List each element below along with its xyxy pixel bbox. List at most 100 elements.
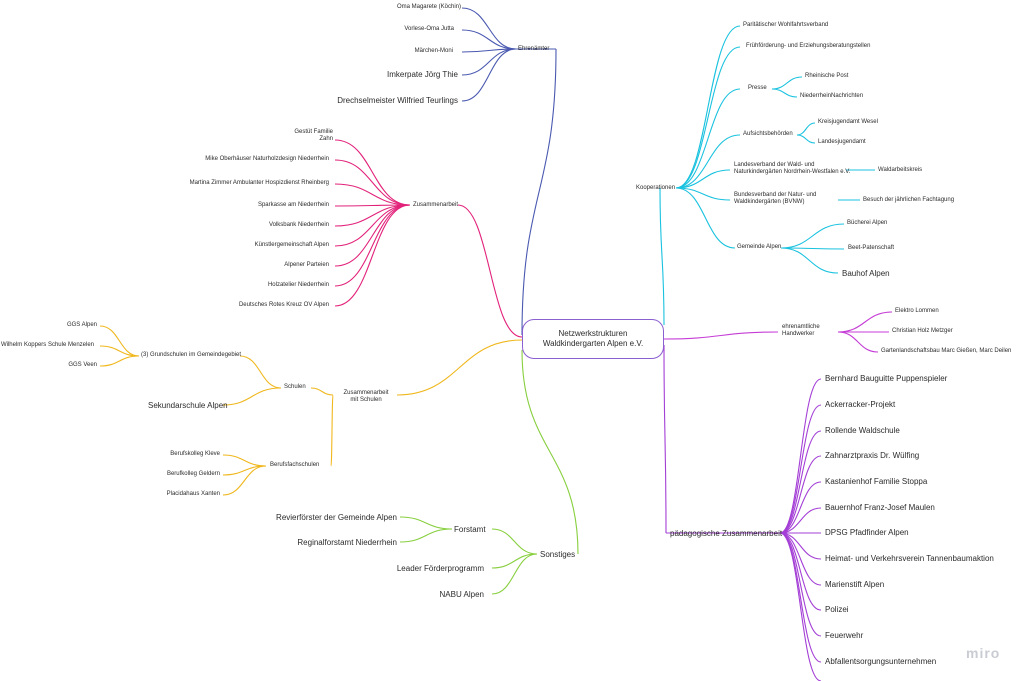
connector-ehrenamt-item xyxy=(461,29,517,50)
gemeinde-item[interactable]: Bauhof Alpen xyxy=(842,269,890,278)
connector-sonstiges-item xyxy=(491,553,538,595)
bundesverband-line1: Bundesverband der Natur- und xyxy=(734,192,817,198)
connector-zusammenarbeit xyxy=(457,204,523,338)
presse-item[interactable]: NiederrheinNachrichten xyxy=(800,93,864,99)
connector-aufsicht-item xyxy=(796,134,816,144)
sonstiges-item[interactable]: NABU Alpen xyxy=(439,590,484,599)
branch-handwerker[interactable]: ehrenamtliche Handwerker xyxy=(782,324,820,338)
presse-item[interactable]: Rheinische Post xyxy=(805,73,849,79)
paedagogisch-item[interactable]: Heimat- und Verkehrsverein Tannenbaumakt… xyxy=(825,554,994,563)
connector-kooperation-item xyxy=(675,25,741,189)
presse-node[interactable]: Presse xyxy=(748,85,767,91)
ehrenamt-item[interactable]: Imkerpate Jörg Thie xyxy=(387,70,458,79)
connector-paedagogisch-item xyxy=(779,378,822,534)
paedagogisch-item[interactable]: Ackerracker-Projekt xyxy=(825,400,896,409)
grundschule-item[interactable]: Wilhelm Koppers Schule Menzelen xyxy=(0,342,94,348)
paedagogisch-item[interactable]: Rollende Waldschule xyxy=(825,426,900,435)
ehrenamt-item[interactable]: Drechselmeister Wilfried Teurlings xyxy=(337,96,458,105)
root-node[interactable]: Netzwerkstrukturen Waldkindergarten Alpe… xyxy=(522,319,664,359)
connector-ehrenamt-item xyxy=(461,7,517,50)
gemeinde-item[interactable]: Bücherei Alpen xyxy=(847,220,888,226)
bundesverband-node[interactable]: Bundesverband der Natur- und Waldkinderg… xyxy=(734,192,816,206)
paedagogisch-item[interactable]: Bernhard Bauguitte Puppenspieler xyxy=(825,374,948,383)
sonstiges-item[interactable]: Leader Förderprogramm xyxy=(396,564,484,573)
connector-paedagogisch-item xyxy=(779,532,822,681)
gemeinde-item[interactable]: Beet-Patenschaft xyxy=(848,245,895,251)
berufsschule-item[interactable]: Placidahaus Xanten xyxy=(166,491,220,497)
zusammenarbeit-item[interactable]: Zahn xyxy=(319,136,333,142)
connector-aufsicht-item xyxy=(796,122,816,136)
connector-paedagogisch-item xyxy=(779,532,822,663)
connector-zusammenarbeit-item xyxy=(334,204,411,307)
grundschule-item[interactable]: GGS Veen xyxy=(68,362,97,368)
connector-kooperation-item xyxy=(675,88,741,189)
paedagogisch-item[interactable]: Marienstift Alpen xyxy=(825,580,885,589)
branch-kooperationen[interactable]: Kooperationen xyxy=(636,185,676,191)
bundesverband-line2: Waldkindergärten (BVNW) xyxy=(734,198,805,205)
branch-schulen[interactable]: Zusammenarbeit mit Schulen xyxy=(335,390,397,404)
landesverband-item[interactable]: Waldarbeitskreis xyxy=(878,167,923,173)
connector-paedagogisch-item xyxy=(779,532,822,637)
zusammenarbeit-item[interactable]: Alpener Parteien xyxy=(284,262,329,268)
kooperation-item[interactable]: Frühförderung- und Erziehungsberatungste… xyxy=(746,43,871,49)
branch-zusammenarbeit[interactable]: Zusammenarbeit xyxy=(413,202,459,208)
branch-paedagogisch[interactable]: pädagogische Zusammenarbeit xyxy=(670,529,783,538)
branch-schulen-line2: mit Schulen xyxy=(350,396,382,403)
branch-ehrenaemter[interactable]: Ehrenämter xyxy=(518,46,550,52)
aufsicht-item[interactable]: Kreisjugendamt Wesel xyxy=(818,119,878,125)
connector-berufsschule-item xyxy=(222,465,267,496)
berufsfachschulen-node[interactable]: Berufsfachschulen xyxy=(270,462,320,468)
connector-grundschulen xyxy=(239,355,282,389)
ehrenamt-item[interactable]: Vorlese-Oma Jutta xyxy=(404,26,454,32)
connector-gemeinde-item xyxy=(780,223,845,249)
zusammenarbeit-item[interactable]: Martina Zimmer Ambulanter Hospizdienst R… xyxy=(189,180,329,186)
aufsicht-item[interactable]: Landesjugendamt xyxy=(818,139,866,145)
handwerker-item[interactable]: Elektro Lommen xyxy=(895,308,939,314)
ehrenamt-item[interactable]: Oma Magarete (Köchin) xyxy=(396,4,461,10)
ehrenamt-item[interactable]: Märchen-Moni xyxy=(414,48,453,54)
aufsicht-node[interactable]: Aufsichtsbehörden xyxy=(743,131,793,137)
forst-item[interactable]: Revierförster der Gemeinde Alpen xyxy=(276,513,397,522)
connector-paedagogisch-item xyxy=(779,404,822,534)
paedagogisch-item[interactable]: Zahnarztpraxis Dr. Wülfing xyxy=(825,451,920,460)
miro-logo: miro xyxy=(966,645,1001,661)
berufsschule-item[interactable]: Berufkolleg Geldern xyxy=(166,471,220,477)
zusammenarbeit-item[interactable]: Deutsches Rotes Kreuz OV Alpen xyxy=(238,302,329,308)
forst-item[interactable]: Reginalforstamt Niederrhein xyxy=(297,538,397,547)
grundschule-item[interactable]: GGS Alpen xyxy=(66,322,97,328)
connector-schulen xyxy=(396,339,523,396)
connector-ehrenamt-item xyxy=(461,48,517,102)
connector-ehrenaemter xyxy=(521,48,557,336)
bundesverband-item[interactable]: Besuch der jährlichen Fachtagung xyxy=(863,197,955,203)
landesverband-node[interactable]: Landesverband der Wald- und Naturkinderg… xyxy=(734,162,850,176)
paedagogisch-item[interactable]: DPSG Pfadfinder Alpen xyxy=(825,528,909,537)
paedagogisch-item[interactable]: Kastanienhof Familie Stoppa xyxy=(825,477,928,486)
handwerker-item[interactable]: Gartenlandschaftsbau Marc Gießen, Marc D… xyxy=(881,348,1012,354)
gemeinde-node[interactable]: Gemeinde Alpen xyxy=(737,244,782,250)
kooperation-item[interactable]: Paritätischer Wohlfahrtsverband xyxy=(743,22,829,28)
handwerker-item[interactable]: Christian Holz Metzger xyxy=(892,328,953,334)
schulen-node[interactable]: Schulen xyxy=(284,384,306,390)
zusammenarbeit-item[interactable]: Künstlergemeinschaft Alpen xyxy=(254,242,329,248)
connector-zusammenarbeit-item xyxy=(334,204,411,287)
paedagogisch-item[interactable]: Bauernhof Franz-Josef Maulen xyxy=(825,503,935,512)
zusammenarbeit-item[interactable]: Sparkasse am Niederrhein xyxy=(257,202,329,208)
connector-presse-item xyxy=(771,76,803,90)
paedagogisch-item[interactable]: Feuerwehr xyxy=(825,631,864,640)
zusammenarbeit-item[interactable]: Mike Oberhäuser Naturholzdesign Niederrh… xyxy=(205,156,329,162)
forstamt-node[interactable]: Forstamt xyxy=(454,525,486,534)
zusammenarbeit-item[interactable]: Gestüt Familie xyxy=(294,129,333,135)
zusammenarbeit-item[interactable]: Holzatelier Niederrhein xyxy=(267,282,329,288)
connector-sonstiges-item xyxy=(491,528,538,555)
zusammenarbeit-item[interactable]: Volksbank Niederrhein xyxy=(268,222,329,228)
connector-kooperationen xyxy=(659,187,665,326)
connector-kooperation-item xyxy=(675,169,731,189)
paedagogisch-item[interactable]: Abfallentsorgungsunternehmen xyxy=(825,657,937,666)
berufsschule-item[interactable]: Berufskolleg Kleve xyxy=(170,451,220,457)
paedagogisch-item[interactable]: Polizei xyxy=(825,605,849,614)
branch-sonstiges[interactable]: Sonstiges xyxy=(540,550,576,559)
sekundarschule-node[interactable]: Sekundarschule Alpen xyxy=(148,401,228,410)
connector-zusammenarbeit-item xyxy=(334,139,411,206)
connector-paedagogisch-item xyxy=(779,532,822,586)
grundschulen-node[interactable]: (3) Grundschulen im Gemeindegebiet xyxy=(141,352,242,358)
